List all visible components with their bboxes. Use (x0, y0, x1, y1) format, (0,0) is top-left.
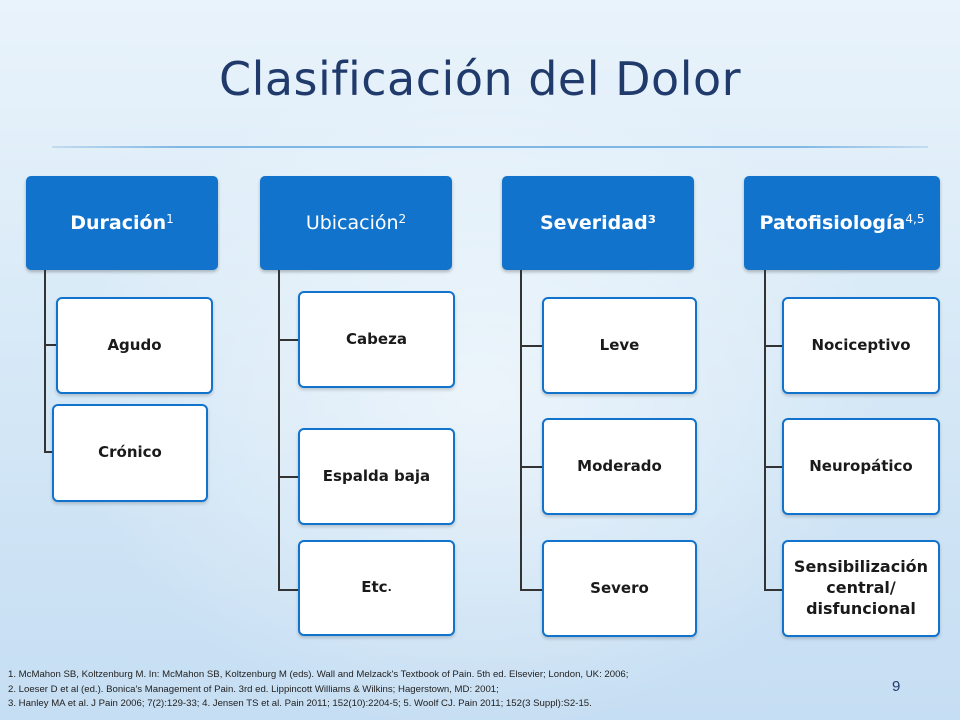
header-patofisiologia-sup: 4,5 (905, 212, 925, 226)
reference-1: 1. McMahon SB, Koltzenburg M. In: McMaho… (8, 669, 629, 680)
header-ubicacion-sup: 2 (398, 212, 407, 226)
connector-duracion-2 (44, 451, 52, 453)
connector-patofisiologia-1 (764, 345, 782, 347)
connector-patofisiologia-2 (764, 466, 782, 468)
node-cabeza: Cabeza (298, 291, 455, 388)
node-neuropatico: Neuropático (782, 418, 940, 515)
header-duracion-sup: 1 (166, 212, 174, 226)
node-etc-mark: . (387, 580, 392, 594)
header-patofisiologia-label: Patofisiología (759, 212, 906, 234)
node-sensibilizacion: Sensibilización central/ disfuncional (782, 540, 940, 637)
connector-patofisiologia-trunk (764, 270, 766, 590)
connector-severidad-1 (520, 345, 542, 347)
node-leve: Leve (542, 297, 697, 394)
page-number: 9 (892, 678, 901, 695)
node-moderado: Moderado (542, 418, 697, 515)
connector-severidad-3 (520, 589, 542, 591)
connector-severidad-2 (520, 466, 542, 468)
reference-2: 2. Loeser D et al (ed.). Bonica's Manage… (8, 683, 499, 695)
node-etc: Etc. (298, 540, 455, 636)
node-agudo: Agudo (56, 297, 213, 394)
connector-patofisiologia-3 (764, 589, 782, 591)
node-etc-label: Etc (361, 578, 388, 597)
connector-ubicacion-1 (278, 339, 298, 341)
connector-severidad-trunk (520, 270, 522, 590)
header-duracion-label: Duración (70, 212, 167, 234)
references: 1. McMahon SB, Koltzenburg M. In: McMaho… (8, 668, 908, 712)
connector-duracion-1 (44, 344, 56, 346)
reference-3: 3. Hanley MA et al. J Pain 2006; 7(2):12… (8, 698, 592, 709)
title-divider (52, 146, 928, 148)
node-nociceptivo: Nociceptivo (782, 297, 940, 394)
header-severidad: Severidad³ (502, 176, 694, 270)
header-ubicacion-label: Ubicación (305, 212, 399, 234)
connector-ubicacion-2 (278, 476, 298, 478)
connector-duracion-trunk (44, 270, 46, 452)
connector-ubicacion-trunk (278, 270, 280, 590)
node-severo: Severo (542, 540, 697, 637)
node-espalda-baja: Espalda baja (298, 428, 455, 525)
header-severidad-label: Severidad³ (539, 212, 657, 234)
node-cronico: Crónico (52, 404, 208, 502)
slide-title: Clasificación del Dolor (218, 52, 742, 106)
connector-ubicacion-3 (278, 589, 298, 591)
